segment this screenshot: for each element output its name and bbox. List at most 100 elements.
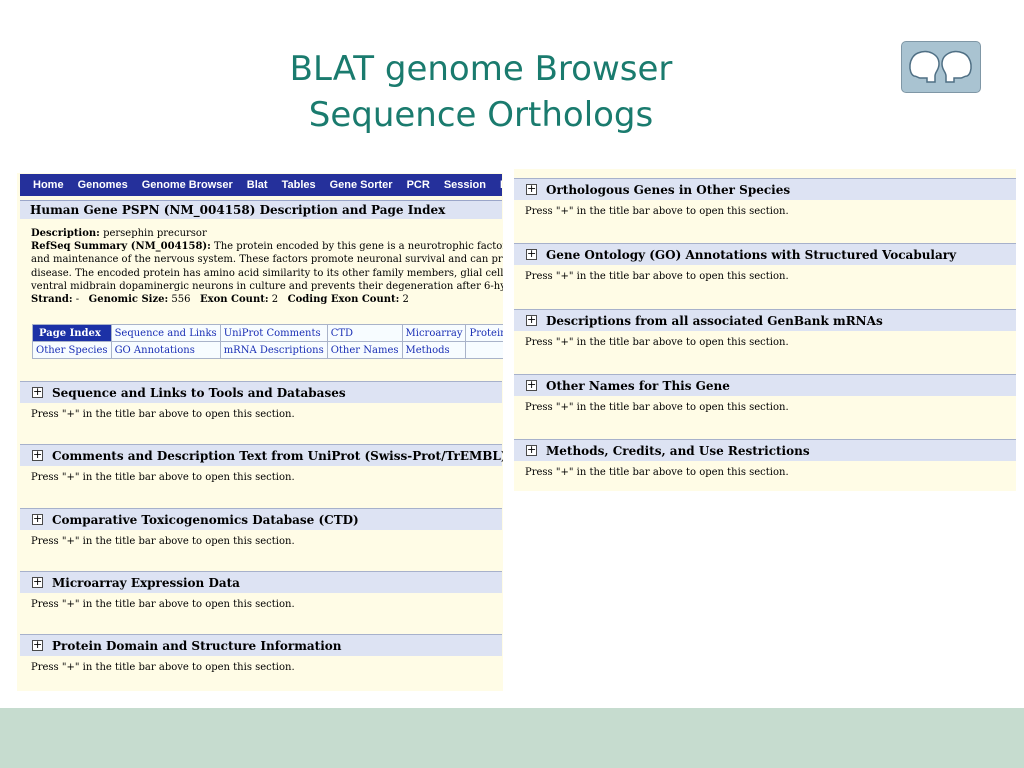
section-title-bar[interactable]: + Gene Ontology (GO) Annotations with St… <box>514 243 1016 265</box>
section-title: Comparative Toxicogenomics Database (CTD… <box>52 513 359 527</box>
nav-item-blat[interactable]: Blat <box>246 179 268 191</box>
section-mrna-descriptions: + Descriptions from all associated GenBa… <box>514 309 1016 355</box>
slide-title-line-2: Sequence Orthologs <box>308 95 654 135</box>
two-heads-icon <box>901 41 981 93</box>
expand-plus-icon[interactable]: + <box>32 638 43 651</box>
section-title: Protein Domain and Structure Information <box>52 639 342 653</box>
page-index-empty-cell <box>465 341 503 359</box>
coding-exon-count-label: Coding Exon Count: <box>287 294 400 306</box>
section-title: Other Names for This Gene <box>546 379 730 393</box>
section-hint: Press "+" in the title bar above to open… <box>525 206 789 217</box>
summary-label: RefSeq Summary (NM_004158): <box>31 241 211 253</box>
gene-stats-line: Strand: - Genomic Size: 556 Exon Count: … <box>31 293 503 306</box>
description-label: Description: <box>31 228 100 239</box>
expand-plus-icon[interactable]: + <box>32 448 43 461</box>
page-index-row: Other Species GO Annotations mRNA Descri… <box>32 341 503 359</box>
section-title: Orthologous Genes in Other Species <box>546 183 791 197</box>
section-title-bar[interactable]: + Microarray Expression Data <box>20 571 502 593</box>
section-hint: Press "+" in the title bar above to open… <box>31 536 295 547</box>
gene-description: Description: persephin precursor RefSeq … <box>31 227 503 306</box>
page-index-link-protein-structure[interactable]: Protein Structure <box>465 324 503 342</box>
nav-item-home[interactable]: Home <box>33 179 64 191</box>
nav-item-faq[interactable]: FAQ <box>487 174 502 196</box>
expand-plus-icon[interactable]: + <box>32 575 43 588</box>
page-index-link-other-names[interactable]: Other Names <box>326 341 403 359</box>
nav-item-pcr[interactable]: PCR <box>406 179 430 191</box>
section-hint: Press "+" in the title bar above to open… <box>525 467 789 478</box>
genomic-size-value: 556 <box>171 294 191 306</box>
gene-page-panel: Home Genomes Genome Browser Blat Tables Gene … <box>17 173 503 691</box>
section-hint: Press "+" in the title bar above to open… <box>31 472 295 483</box>
expand-plus-icon[interactable]: + <box>526 313 537 326</box>
section-title: Gene Ontology (GO) Annotations with Stru… <box>546 248 957 262</box>
strand-value: - <box>75 294 80 306</box>
section-hint: Press "+" in the title bar above to open… <box>525 337 789 348</box>
description-line: Description: persephin precursor <box>31 227 503 240</box>
page-index-link-go-annotations[interactable]: GO Annotations <box>110 341 221 359</box>
section-hint: Press "+" in the title bar above to open… <box>525 402 789 413</box>
section-title-bar[interactable]: + Sequence and Links to Tools and Databa… <box>20 381 502 403</box>
gene-page-panel-right: + Orthologous Genes in Other Species Pre… <box>514 169 1016 491</box>
summary-line-4: ventral midbrain dopaminergic neurons in… <box>31 280 503 292</box>
section-ctd: + Comparative Toxicogenomics Database (C… <box>20 508 502 554</box>
slide-title: BLAT genome Browser Sequence Orthologs <box>0 46 962 138</box>
section-title-bar[interactable]: + Descriptions from all associated GenBa… <box>514 309 1016 331</box>
section-title-bar[interactable]: + Comments and Description Text from Uni… <box>20 444 503 466</box>
section-hint: Press "+" in the title bar above to open… <box>525 271 789 282</box>
section-sequence-and-links: + Sequence and Links to Tools and Databa… <box>20 381 502 427</box>
page-index-link-uniprot-comments[interactable]: UniProt Comments <box>219 324 328 342</box>
page-index-link-sequence-and-links[interactable]: Sequence and Links <box>110 324 221 342</box>
nav-item-genome-browser[interactable]: Genome Browser <box>141 179 233 191</box>
section-methods: + Methods, Credits, and Use Restrictions… <box>514 439 1016 485</box>
section-title: Comments and Description Text from UniPr… <box>52 449 503 463</box>
nav-item-session[interactable]: Session <box>443 179 486 191</box>
page-index-header: Page Index <box>32 324 112 342</box>
section-title-bar[interactable]: + Methods, Credits, and Use Restrictions <box>514 439 1016 461</box>
page-index-table: Page Index Sequence and Links UniProt Co… <box>32 324 503 359</box>
gene-title-bar: Human Gene PSPN (NM_004158) Description … <box>20 200 502 219</box>
section-microarray: + Microarray Expression Data Press "+" i… <box>20 571 502 617</box>
section-hint: Press "+" in the title bar above to open… <box>31 409 295 420</box>
page-index-link-ctd[interactable]: CTD <box>326 324 403 342</box>
nav-item-genomes[interactable]: Genomes <box>77 179 128 191</box>
summary-line-3: disease. The encoded protein has amino a… <box>31 267 503 279</box>
description-value: persephin precursor <box>103 228 207 239</box>
page-index-link-microarray[interactable]: Microarray <box>401 324 467 342</box>
section-hint: Press "+" in the title bar above to open… <box>31 599 295 610</box>
expand-plus-icon[interactable]: + <box>32 512 43 525</box>
section-other-names: + Other Names for This Gene Press "+" in… <box>514 374 1016 420</box>
section-title: Sequence and Links to Tools and Database… <box>52 386 346 400</box>
section-title-bar[interactable]: + Orthologous Genes in Other Species <box>514 178 1016 200</box>
exon-count-value: 2 <box>271 294 279 306</box>
page-index-row: Page Index Sequence and Links UniProt Co… <box>32 324 503 342</box>
section-hint: Press "+" in the title bar above to open… <box>31 662 295 673</box>
page-index-link-other-species[interactable]: Other Species <box>32 341 112 359</box>
expand-plus-icon[interactable]: + <box>32 385 43 398</box>
slide-title-line-1: BLAT genome Browser <box>289 49 673 89</box>
strand-label: Strand: <box>31 294 73 306</box>
expand-plus-icon[interactable]: + <box>526 182 537 195</box>
expand-plus-icon[interactable]: + <box>526 443 537 456</box>
section-other-species: + Orthologous Genes in Other Species Pre… <box>514 178 1016 224</box>
nav-item-tables[interactable]: Tables <box>281 179 316 191</box>
expand-plus-icon[interactable]: + <box>526 378 537 391</box>
page-index-link-mrna-descriptions[interactable]: mRNA Descriptions <box>219 341 328 359</box>
coding-exon-count-value: 2 <box>402 294 409 306</box>
expand-plus-icon[interactable]: + <box>526 247 537 260</box>
summary-line-2: and maintenance of the nervous system. T… <box>31 254 503 266</box>
nav-item-gene-sorter[interactable]: Gene Sorter <box>329 179 393 191</box>
genomic-size-label: Genomic Size: <box>88 294 169 306</box>
summary-text-1: The protein encoded by this gene is a ne… <box>214 241 503 253</box>
section-uniprot-comments: + Comments and Description Text from Uni… <box>20 444 503 490</box>
section-title: Methods, Credits, and Use Restrictions <box>546 444 810 458</box>
top-nav-bar: Home Genomes Genome Browser Blat Tables Gene … <box>20 174 502 196</box>
summary-line-1: RefSeq Summary (NM_004158): The protein … <box>31 240 503 253</box>
section-protein-structure: + Protein Domain and Structure Informati… <box>20 634 502 680</box>
section-title-bar[interactable]: + Protein Domain and Structure Informati… <box>20 634 502 656</box>
section-title-bar[interactable]: + Comparative Toxicogenomics Database (C… <box>20 508 502 530</box>
section-title-bar[interactable]: + Other Names for This Gene <box>514 374 1016 396</box>
section-title: Microarray Expression Data <box>52 576 240 590</box>
section-go-annotations: + Gene Ontology (GO) Annotations with St… <box>514 243 1016 289</box>
page-index-link-methods[interactable]: Methods <box>401 341 467 359</box>
slide-footer-band <box>0 708 1024 768</box>
